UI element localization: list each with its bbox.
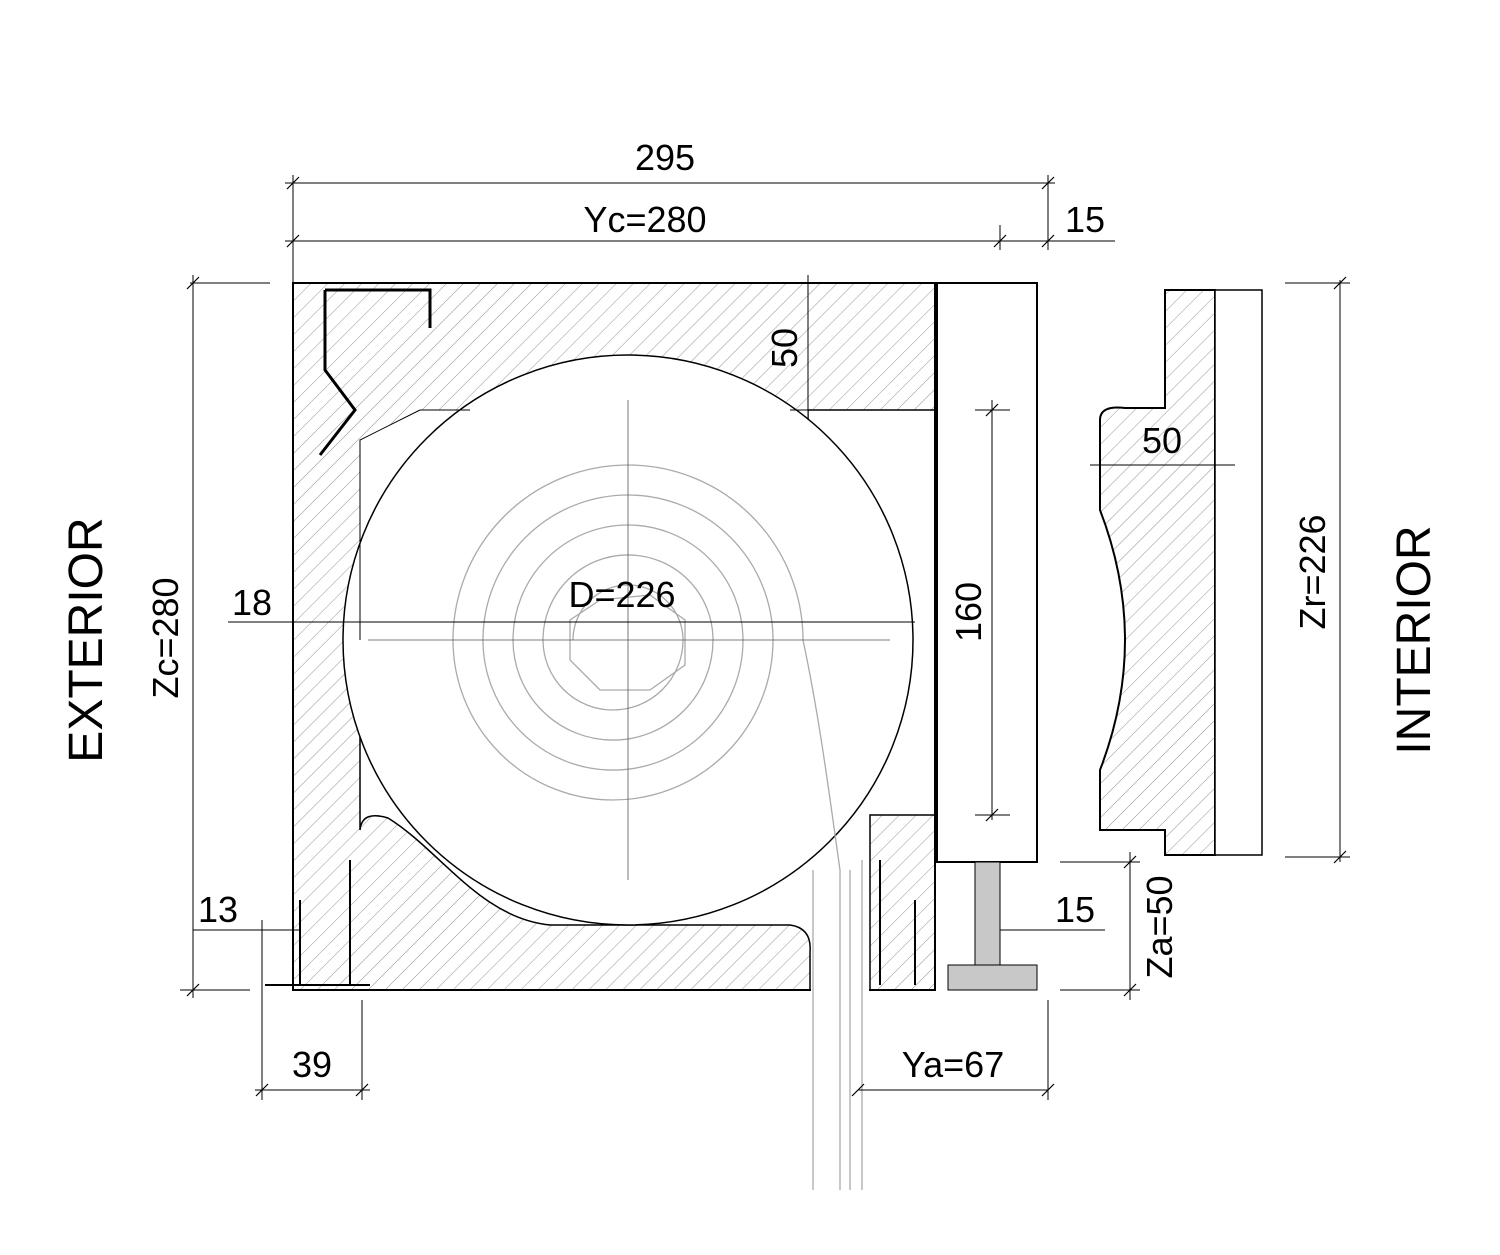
roll-diameter-label: D=226 xyxy=(568,574,675,615)
shutter-box-body xyxy=(265,282,936,992)
wall-offset-label: 18 xyxy=(232,582,272,623)
bottom-panel-label: 15 xyxy=(1055,889,1095,930)
top-wall-label: 50 xyxy=(764,328,805,368)
interior-height-label: Zr=226 xyxy=(1292,514,1333,629)
box-width-label: Yc=280 xyxy=(583,199,706,240)
access-width-label: Ya=67 xyxy=(902,1044,1004,1085)
guide-width-label: 39 xyxy=(292,1044,332,1085)
interior-lintel xyxy=(1099,289,1263,856)
dimension-lines xyxy=(180,175,1350,1100)
opening-height-label: 160 xyxy=(948,582,989,642)
overall-width-label: 295 xyxy=(635,137,695,178)
guide-profiles xyxy=(265,860,916,986)
dimension-labels: 295 Yc=280 15 50 50 EXTERIOR Zc=280 18 D… xyxy=(60,137,1441,1085)
access-height-label: Za=50 xyxy=(1139,875,1180,978)
reinforcement-profile xyxy=(318,288,432,456)
interior-panel-label: 50 xyxy=(1142,420,1182,461)
guide-offset-label: 13 xyxy=(198,889,238,930)
interior-label: INTERIOR xyxy=(1388,525,1441,754)
exterior-label: EXTERIOR xyxy=(60,517,113,762)
box-height-label: Zc=280 xyxy=(145,577,186,698)
panel-thickness-label: 15 xyxy=(1065,199,1105,240)
inspection-panel xyxy=(936,282,1038,991)
rolled-slats xyxy=(368,400,890,1190)
